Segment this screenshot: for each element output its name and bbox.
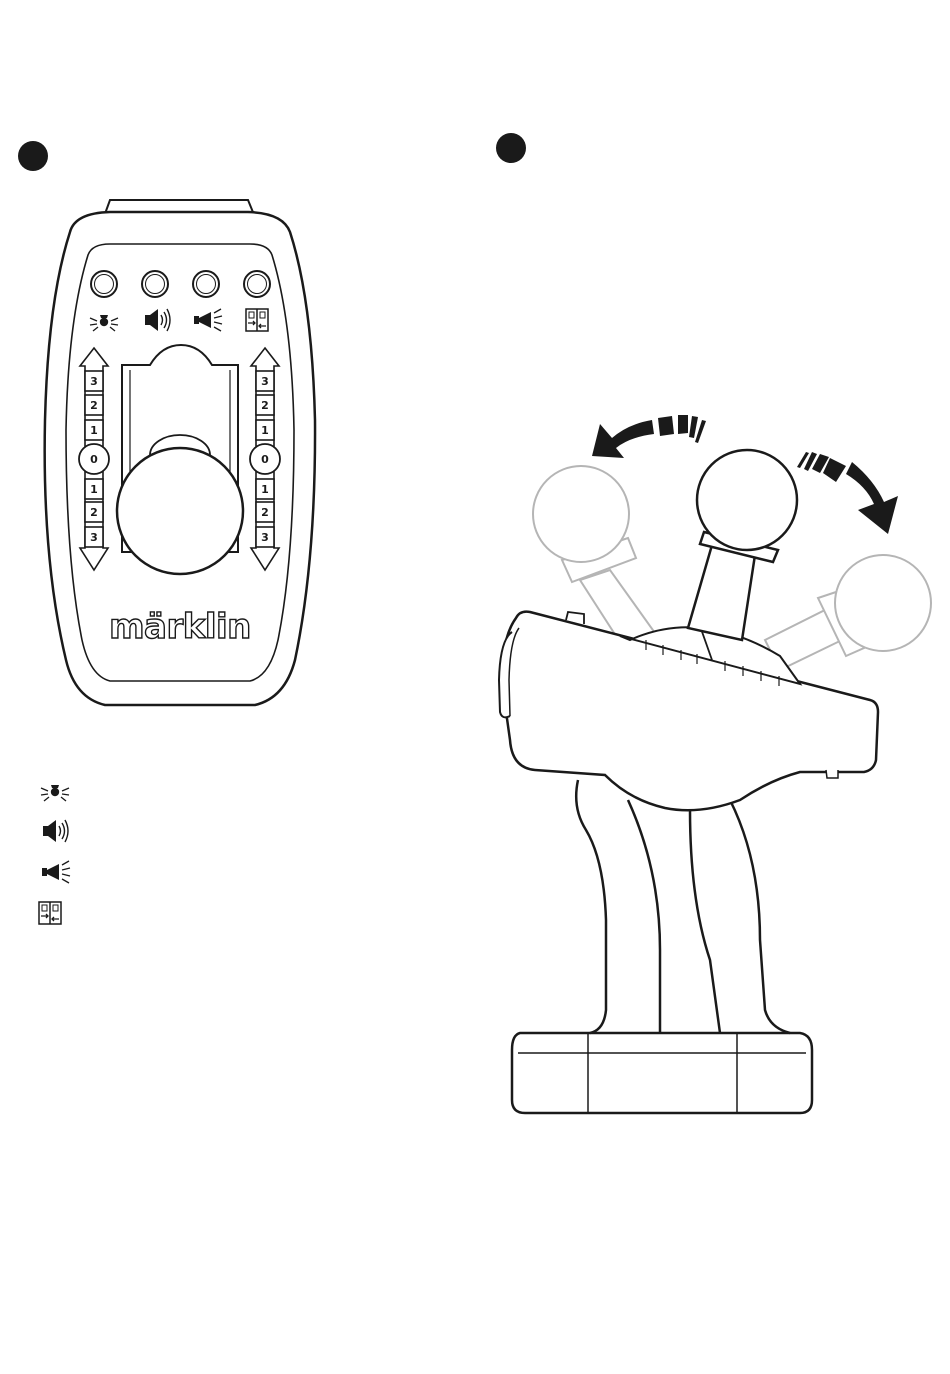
legend-sound-icon (43, 820, 68, 842)
right-speed-step-label: 0 (261, 453, 269, 466)
step-marker-1 (18, 141, 48, 171)
step-marker-2 (496, 133, 526, 163)
right-speed-step-label: 1 (261, 483, 269, 496)
brand-logo: märklin (109, 607, 251, 647)
rotate-left-arrow (592, 415, 706, 458)
coupler-icon (246, 309, 268, 331)
remote-control-side-view (499, 415, 931, 1113)
right-speed-step-label: 1 (261, 424, 269, 437)
legend-horn-icon (42, 861, 70, 883)
legend-light-icon (41, 785, 69, 801)
remote-control-top-view: 3 2 1 0 1 2 3 3 2 1 0 1 2 3 märklin (45, 200, 315, 705)
left-speed-step-label: 0 (90, 453, 98, 466)
symbol-legend (39, 785, 70, 924)
function-button-coupler[interactable] (244, 271, 270, 297)
grip-handles (576, 780, 790, 1033)
ghost-knob-right (765, 555, 931, 670)
right-speed-step-label: 3 (261, 375, 269, 388)
right-speed-step-label: 2 (261, 506, 269, 519)
right-speed-step-label: 3 (261, 531, 269, 544)
legend-coupler-icon (39, 902, 61, 924)
left-speed-step-label: 2 (90, 399, 98, 412)
left-speed-step-label: 1 (90, 483, 98, 496)
right-speed-step-label: 2 (261, 399, 269, 412)
function-button-horn[interactable] (193, 271, 219, 297)
speed-knob-side[interactable] (688, 450, 797, 640)
rotate-right-arrow (797, 452, 898, 534)
left-speed-step-label: 3 (90, 375, 98, 388)
left-speed-step-label: 1 (90, 424, 98, 437)
left-speed-step-label: 2 (90, 506, 98, 519)
left-speed-step-label: 3 (90, 531, 98, 544)
function-button-sound[interactable] (142, 271, 168, 297)
function-button-light[interactable] (91, 271, 117, 297)
grip-base (512, 1033, 812, 1113)
